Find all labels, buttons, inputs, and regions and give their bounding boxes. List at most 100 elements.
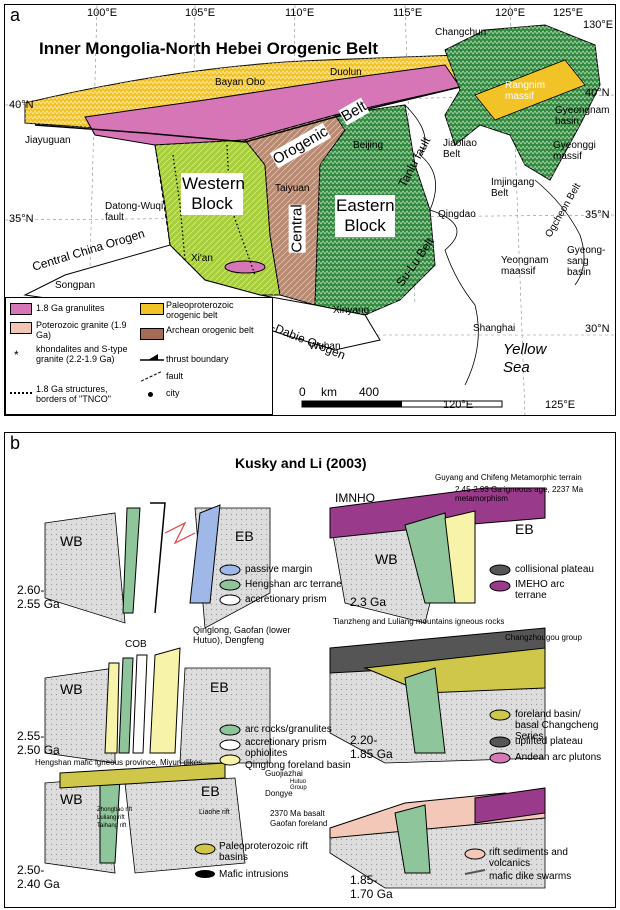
strat-column: Guojiazhai xyxy=(265,769,303,778)
map-title: Inner Mongolia-North Hebei Orogenic Belt xyxy=(39,39,379,58)
legend-symbol: * xyxy=(14,348,19,362)
stage-age: 2.3 Ga xyxy=(350,595,387,609)
legend-label: Andean arc plutons xyxy=(515,752,602,763)
stage-note: 2.45-2.93 Ga igneous age, 2237 Ma metamo… xyxy=(455,485,584,503)
stage-age: 2.60-2.55 Ga xyxy=(17,583,60,611)
gyeongnam-label: Gyeongnam basin xyxy=(555,105,610,127)
lat-label: 40°N xyxy=(9,99,34,111)
legend-label: accretionary prism xyxy=(245,594,327,605)
strat-column: Gaofan foreland xyxy=(270,819,328,828)
thrust-symbol xyxy=(140,354,164,361)
city-label: Xi'an xyxy=(191,253,213,264)
imjingang-label: Imjingang Belt xyxy=(491,177,535,199)
lon-label: 120°E xyxy=(495,7,526,19)
legend-label: Mafic intrusions xyxy=(219,869,289,880)
lat-label: 40°N xyxy=(585,87,610,99)
legend-symbol xyxy=(140,371,162,382)
legend-label: passive margin xyxy=(245,564,313,575)
legend-symbol xyxy=(148,392,153,397)
city-label: Jiayuguan xyxy=(25,135,71,146)
city-label: Qingdao xyxy=(438,209,476,220)
legend-symbol xyxy=(10,392,32,394)
legend-label: ophiolites xyxy=(245,748,288,759)
stage-age: 2.20-1.85 Ga xyxy=(350,733,393,761)
legend-label: khondalites and S-type granite (2.2-1.9 … xyxy=(36,344,128,364)
strat-column: 2370 Ma basalt xyxy=(270,809,325,818)
rangnim-label: Rangnim massif xyxy=(505,80,546,102)
panel-title: Kusky and Li (2003) xyxy=(235,455,367,471)
city-label: Taiyuan xyxy=(275,183,310,194)
legend-label: foreland basin/ basal Changcheng Series xyxy=(515,709,599,742)
panel-label: a xyxy=(7,5,24,26)
lat-label: 30°N xyxy=(585,323,610,335)
stage-age: 2.55-2.50 Ga xyxy=(17,729,60,757)
block-label: EB xyxy=(201,783,220,799)
legend-label: Paleoproterozoic orogenic belt xyxy=(166,300,234,320)
stage-age: 1.85-1.70 Ga xyxy=(350,873,393,901)
legend-label: Archean orogenic belt xyxy=(166,325,254,335)
legend-label: collisional plateau xyxy=(515,564,594,575)
lon-label: 110°E xyxy=(285,7,315,19)
city-label: Duolun xyxy=(330,67,362,78)
yeongnam-label: Yeongnam maassif xyxy=(501,255,549,277)
map-legend: 1.8 Ga granulites Poterozoic granite (1.… xyxy=(5,297,273,415)
legend-label: thrust boundary xyxy=(166,354,229,364)
lon-label: 120°E xyxy=(443,399,474,411)
stage-header: Qinglong, Gaofan (lower Hutuo), Dengfeng xyxy=(193,625,291,645)
city-label: Wuhan xyxy=(309,341,341,352)
legend-label: IMEHO arc terrane xyxy=(515,579,565,601)
legend-label: city xyxy=(166,388,180,398)
city-label: Beijing xyxy=(353,140,384,151)
city-label: Xinyang xyxy=(333,305,370,316)
lon-label: 115°E xyxy=(393,7,423,19)
block-label: EB xyxy=(235,528,254,544)
legend-label: Hengshan arc terrane xyxy=(245,579,342,590)
city-label: Bayan Obo xyxy=(215,77,266,88)
cross-section-panel: b Kusky and Li (2003) WB EB 2.60-2.55 Ga… xyxy=(4,432,616,908)
datong-fault-label: Datong-Wuqi fault xyxy=(105,201,164,223)
legend-label: 1.8 Ga structures, borders of "TNCO" xyxy=(36,384,111,404)
stage-header: Guyang and Chifeng Metamorphic terrain xyxy=(435,473,582,482)
central-label: Central xyxy=(288,204,306,253)
legend-swatch xyxy=(140,328,164,340)
lat-label: 35°N xyxy=(585,209,610,221)
panel-label: b xyxy=(7,433,24,454)
scale-zero: 0 xyxy=(299,385,306,399)
lon-label: 125°E xyxy=(545,399,576,411)
block-label: WB xyxy=(375,551,398,567)
legend-label: Qinglong foreland basin xyxy=(245,760,351,771)
legend-swatch xyxy=(10,322,32,334)
strat-column: Dongye xyxy=(265,789,293,798)
lon-label: 105°E xyxy=(185,7,216,19)
stage-header: Tianzheng and Luliang mountains igneous … xyxy=(333,617,505,626)
legend-label: 1.8 Ga granulites xyxy=(36,303,105,313)
lon-label: 125°E xyxy=(553,7,584,19)
eastern-block-label: Eastern Block xyxy=(335,195,395,237)
lon-label: 130°E xyxy=(583,19,614,31)
legend-label: Paleoproterozoic rift basins xyxy=(219,841,308,863)
legend-label: fault xyxy=(166,371,184,381)
scale-max: 400 xyxy=(359,385,380,399)
scale-unit: km xyxy=(321,385,337,399)
city-label: Changchun xyxy=(435,27,487,38)
legend-label: mafic dike swarms xyxy=(489,871,572,882)
block-label: WB xyxy=(60,681,83,697)
gyeonggi-label: Gyeonggi massif xyxy=(553,140,596,162)
city-label: Shanghai xyxy=(473,323,516,334)
cross-section-svg xyxy=(44,487,546,889)
strat-group: Hutuo Group xyxy=(290,779,307,791)
stage-label: IMNHO xyxy=(335,491,375,505)
stage-age: 2.50-2.40 Ga xyxy=(17,863,60,891)
lon-label: 100°E xyxy=(87,7,118,19)
stage-header: Hengshan mafic igneous province, Miyun d… xyxy=(35,758,203,767)
western-block-label: Western Block xyxy=(181,173,245,215)
block-label: EB xyxy=(210,679,229,695)
granulite-belt-shape xyxy=(84,64,461,146)
legend-swatch xyxy=(10,303,32,315)
city-label: Songpan xyxy=(55,280,96,291)
stage-note: Changzhougou group xyxy=(505,633,582,642)
rift-label: Liaohe rift xyxy=(199,809,230,816)
legend-swatch xyxy=(140,303,164,315)
lat-label: 35°N xyxy=(9,213,34,225)
map-panel: a Inner Mongolia-North Hebei Orogenic Be… xyxy=(4,4,616,416)
